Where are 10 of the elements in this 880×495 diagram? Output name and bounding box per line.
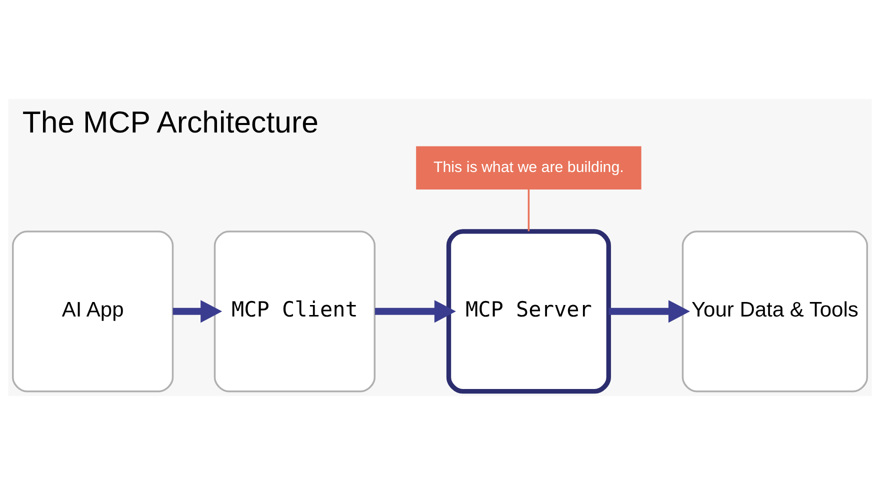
node-box: AI App (12, 230, 174, 392)
node-box: MCP Server (446, 229, 611, 394)
arrow (374, 300, 456, 323)
arrow (608, 300, 690, 323)
node-box: Your Data & Tools (682, 230, 868, 392)
node-box: This is what we are building. (416, 146, 642, 190)
diagram-title: The MCP Architecture (22, 106, 318, 140)
connector (528, 189, 530, 232)
arrow (172, 300, 222, 323)
node-box: MCP Client (214, 230, 376, 392)
